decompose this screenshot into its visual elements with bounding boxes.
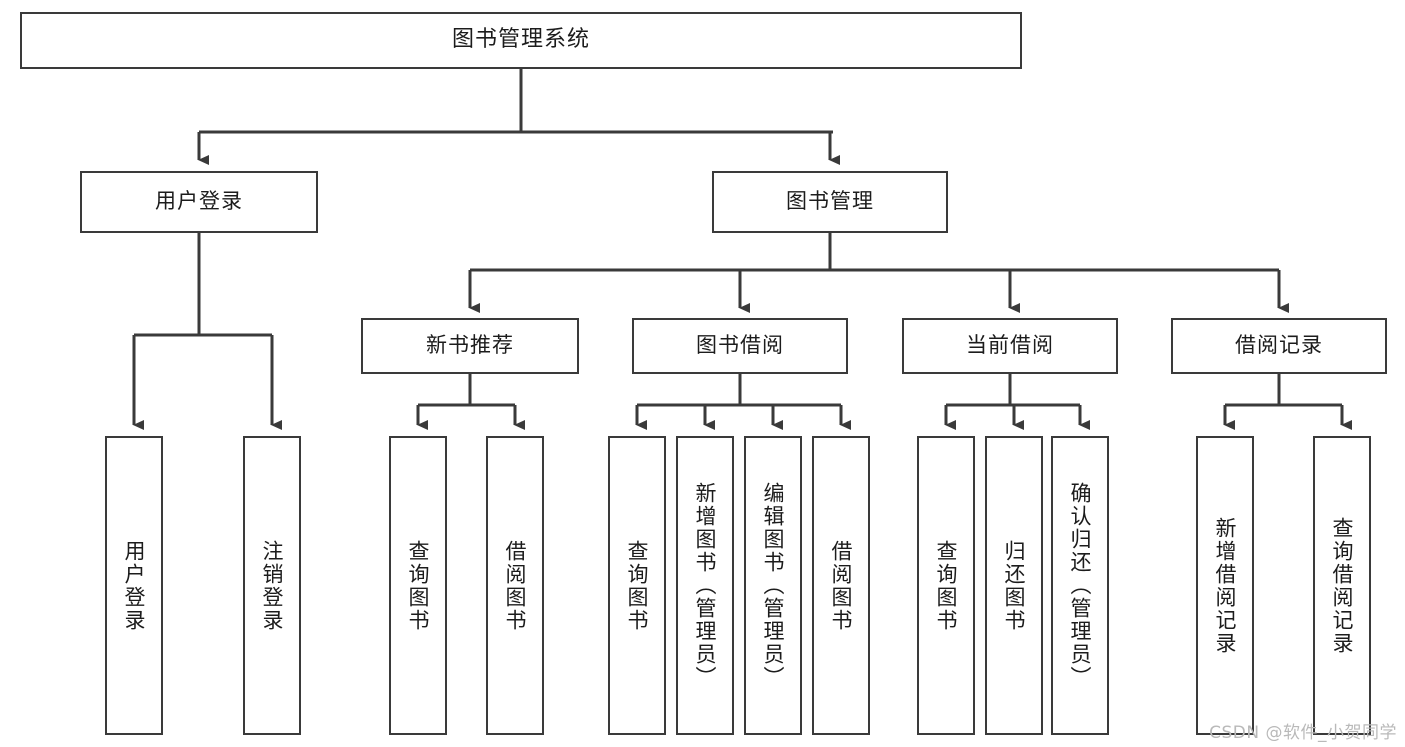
node-leaf-query-book-current[interactable]: 查询图书 — [917, 436, 975, 735]
node-leaf-query-book-borrow[interactable]: 查询图书 — [608, 436, 666, 735]
node-user-login[interactable]: 用户登录 — [80, 171, 318, 233]
node-leaf-logout[interactable]: 注销登录 — [243, 436, 301, 735]
node-user-login-label: 用户登录 — [155, 189, 243, 214]
node-leaf-add-book-admin-label: 新增图书（管理员） — [693, 482, 718, 689]
node-leaf-return-book-label: 归还图书 — [1002, 539, 1027, 632]
node-borrow-record[interactable]: 借阅记录 — [1171, 318, 1387, 374]
node-leaf-query-book-rec[interactable]: 查询图书 — [389, 436, 447, 735]
node-book-borrow-label: 图书借阅 — [696, 333, 784, 358]
node-leaf-edit-book-admin[interactable]: 编辑图书（管理员） — [744, 436, 802, 735]
node-book-borrow[interactable]: 图书借阅 — [632, 318, 848, 374]
node-current-borrow[interactable]: 当前借阅 — [902, 318, 1118, 374]
node-leaf-add-borrow-record-label: 新增借阅记录 — [1213, 516, 1238, 655]
node-root-label: 图书管理系统 — [451, 27, 590, 53]
node-leaf-query-book-rec-label: 查询图书 — [406, 539, 431, 632]
node-new-book-rec[interactable]: 新书推荐 — [361, 318, 579, 374]
node-leaf-confirm-return-admin-label: 确认归还（管理员） — [1068, 482, 1093, 689]
node-leaf-query-borrow-record-label: 查询借阅记录 — [1330, 516, 1355, 655]
node-borrow-record-label: 借阅记录 — [1235, 333, 1323, 358]
node-book-manage[interactable]: 图书管理 — [712, 171, 948, 233]
node-current-borrow-label: 当前借阅 — [966, 333, 1054, 358]
node-leaf-borrow-book[interactable]: 借阅图书 — [812, 436, 870, 735]
node-leaf-confirm-return-admin[interactable]: 确认归还（管理员） — [1051, 436, 1109, 735]
node-leaf-add-book-admin[interactable]: 新增图书（管理员） — [676, 436, 734, 735]
node-leaf-borrow-book-rec-label: 借阅图书 — [503, 539, 528, 632]
node-leaf-borrow-book-label: 借阅图书 — [829, 539, 854, 632]
node-new-book-rec-label: 新书推荐 — [426, 333, 514, 358]
node-leaf-return-book[interactable]: 归还图书 — [985, 436, 1043, 735]
node-leaf-borrow-book-rec[interactable]: 借阅图书 — [486, 436, 544, 735]
node-leaf-user-login[interactable]: 用户登录 — [105, 436, 163, 735]
node-root[interactable]: 图书管理系统 — [20, 12, 1022, 69]
node-leaf-query-book-borrow-label: 查询图书 — [625, 539, 650, 632]
node-leaf-edit-book-admin-label: 编辑图书（管理员） — [761, 482, 786, 689]
node-book-manage-label: 图书管理 — [786, 189, 874, 214]
node-leaf-user-login-label: 用户登录 — [122, 539, 147, 632]
node-leaf-query-book-current-label: 查询图书 — [934, 539, 959, 632]
node-leaf-logout-label: 注销登录 — [260, 539, 285, 632]
node-leaf-add-borrow-record[interactable]: 新增借阅记录 — [1196, 436, 1254, 735]
node-leaf-query-borrow-record[interactable]: 查询借阅记录 — [1313, 436, 1371, 735]
watermark: CSDN @软件_小贺同学 — [1209, 723, 1397, 743]
